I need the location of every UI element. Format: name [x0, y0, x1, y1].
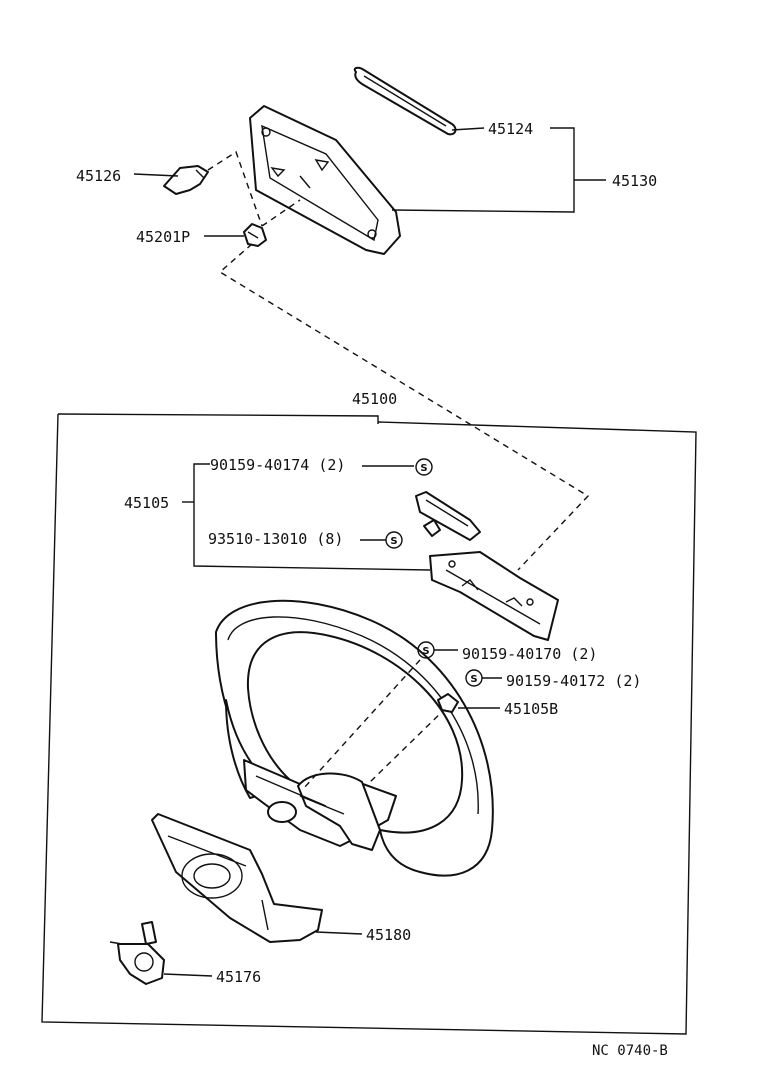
diagram-code: NC 0740-B	[592, 1043, 668, 1059]
bracket-45105	[193, 463, 431, 571]
part-45201P-nut	[243, 223, 267, 247]
label-90159-40172: 90159-40172 (2)	[506, 672, 641, 690]
label-45105: 45105	[124, 494, 169, 512]
part-45105B-clip	[437, 693, 459, 713]
s-mark-93510-13010: S	[385, 531, 403, 549]
s-mark-90159-40174: S	[415, 458, 433, 476]
dashed-guide-wheel-a	[303, 659, 421, 789]
dashed-guide-wheel-b	[369, 707, 447, 783]
label-45126: 45126	[76, 167, 121, 185]
svg-text:S: S	[390, 536, 397, 547]
label-93510-13010: 93510-13010 (8)	[208, 530, 343, 548]
leader-45176	[163, 973, 213, 977]
dashed-guide-long	[218, 243, 590, 571]
label-45100: 45100	[352, 390, 397, 408]
label-45130: 45130	[612, 172, 657, 190]
dashed-guide-upper	[207, 150, 263, 227]
label-45180: 45180	[366, 926, 411, 944]
part-45176-plate	[109, 921, 165, 985]
label-45105B: 45105B	[504, 700, 558, 718]
box-45100-top-left	[57, 413, 379, 424]
label-45124: 45124	[488, 120, 533, 138]
label-90159-40174: 90159-40174 (2)	[210, 456, 345, 474]
label-45201P: 45201P	[136, 228, 190, 246]
s-mark-90159-40170: S	[417, 641, 435, 659]
leader-45124	[451, 127, 485, 131]
part-45124-strip	[353, 66, 457, 136]
leader-45180	[315, 931, 363, 935]
svg-text:S: S	[470, 674, 477, 685]
part-45130-pad-frame	[249, 105, 401, 255]
bracket-45130	[391, 127, 575, 213]
part-45105-bracket	[429, 551, 559, 641]
part-45105-small-plate	[415, 491, 481, 541]
leader-45126	[133, 173, 179, 177]
label-45176: 45176	[216, 968, 261, 986]
steering-wheel	[215, 599, 494, 877]
s-mark-90159-40172: S	[465, 669, 483, 687]
box-45100	[41, 413, 697, 1035]
svg-text:S: S	[420, 463, 427, 474]
part-45180-lower-cover	[151, 813, 323, 943]
dashed-guide-nut	[261, 199, 301, 227]
svg-text:S: S	[422, 646, 429, 657]
label-90159-40170: 90159-40170 (2)	[462, 645, 597, 663]
part-45126-clip	[163, 165, 209, 195]
